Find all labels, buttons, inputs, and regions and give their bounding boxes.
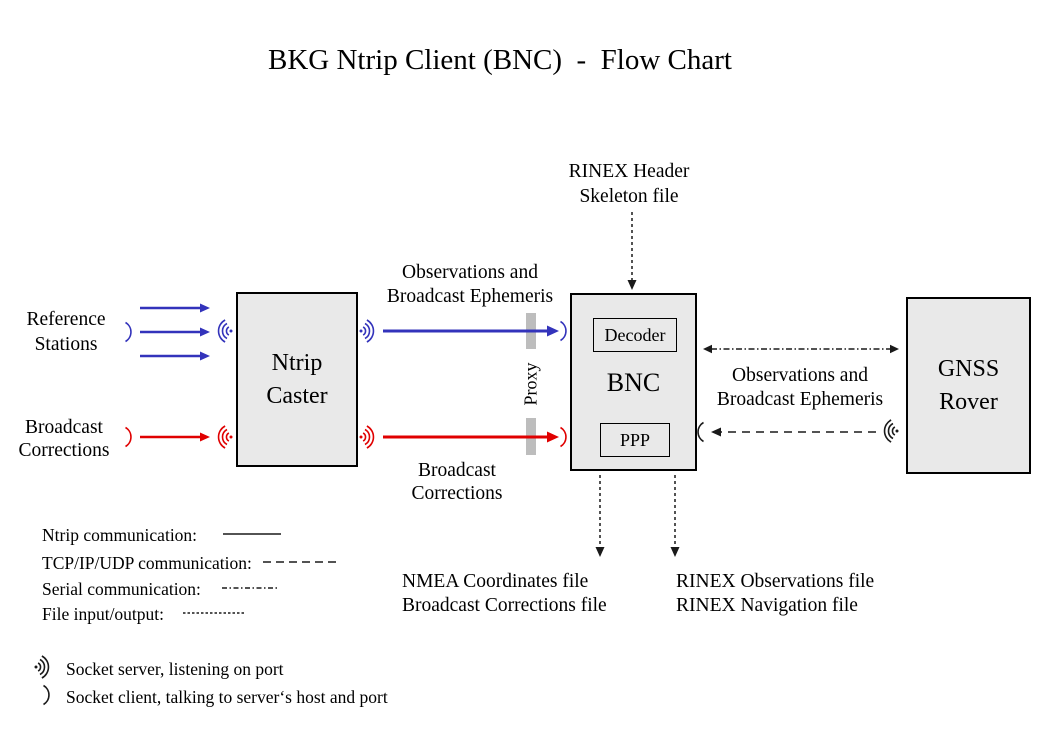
decoder-box: Decoder <box>593 318 677 352</box>
ntrip-stream-arrow-blue <box>383 325 559 337</box>
legend-file-io: File input/output: <box>42 604 165 624</box>
page-title: BKG Ntrip Client (BNC) - Flow Chart <box>268 44 732 76</box>
proxy-bar-bottom <box>526 418 536 455</box>
gnss-rover-label: Rover <box>939 388 998 415</box>
socket-client-icon <box>42 684 50 706</box>
ntrip-caster-label: Caster <box>266 382 328 409</box>
nmea-files-label: NMEA Coordinates file Broadcast Correcti… <box>402 571 607 616</box>
proxy-bar-top <box>526 313 536 349</box>
ppp-label: PPP <box>619 429 651 450</box>
reference-stations-label: Reference Stations <box>26 309 106 355</box>
legend-ntrip-communication: Ntrip communication: <box>42 525 198 545</box>
socket-client-icon <box>124 426 132 448</box>
ntrip-caster-box: Ntrip Caster <box>236 292 358 467</box>
socket-client-icon <box>697 421 705 443</box>
broadcast-corrections-stream-label: Broadcast Corrections <box>411 460 503 504</box>
proxy-label: Proxy <box>520 362 541 406</box>
socket-server-icon <box>358 319 375 343</box>
broadcast-corrections-input-arrow <box>140 432 210 442</box>
socket-server-icon <box>217 319 234 343</box>
rinex-header-label: RINEX Header Skeleton file <box>568 161 690 207</box>
bnc-box: Decoder BNC PPP <box>570 293 697 471</box>
ntrip-caster-label: Ntrip <box>271 349 323 376</box>
socket-client-icon <box>124 321 132 343</box>
socket-server-legend: Socket server, listening on port <box>66 659 284 679</box>
bnc-label: BNC <box>606 368 661 397</box>
legend-tcp-communication: TCP/IP/UDP communication: <box>42 553 252 573</box>
ntrip-stream-arrow-red <box>383 431 559 443</box>
broadcast-corrections-input-label: Broadcast Corrections <box>18 417 110 461</box>
rover-stream-arrow <box>711 427 876 437</box>
socket-server-icon <box>33 655 50 679</box>
rinex-output-arrow <box>670 475 680 557</box>
obs-ephemeris-caster-label: Observations and Broadcast Ephemeris <box>386 262 554 307</box>
socket-server-icon <box>217 425 234 449</box>
socket-client-icon <box>559 320 567 342</box>
legend-serial-communication: Serial communication: <box>42 579 201 599</box>
obs-ephemeris-rover-label: Observations and Broadcast Ephemeris <box>716 365 884 410</box>
gnss-rover-box: GNSS Rover <box>906 297 1031 474</box>
reference-station-arrows <box>140 303 210 361</box>
gnss-rover-label: GNSS <box>937 355 1000 382</box>
rinex-skeleton-arrow <box>627 212 637 290</box>
decoder-label: Decoder <box>604 324 666 345</box>
socket-server-icon <box>358 425 375 449</box>
ppp-box: PPP <box>600 423 670 457</box>
serial-link-arrow <box>703 344 899 354</box>
nmea-output-arrow <box>595 475 605 557</box>
socket-client-icon <box>559 426 567 448</box>
rinex-files-label: RINEX Observations file RINEX Navigation… <box>676 571 875 616</box>
socket-client-legend: Socket client, talking to server‘s host … <box>66 687 388 707</box>
socket-server-icon <box>883 419 900 443</box>
